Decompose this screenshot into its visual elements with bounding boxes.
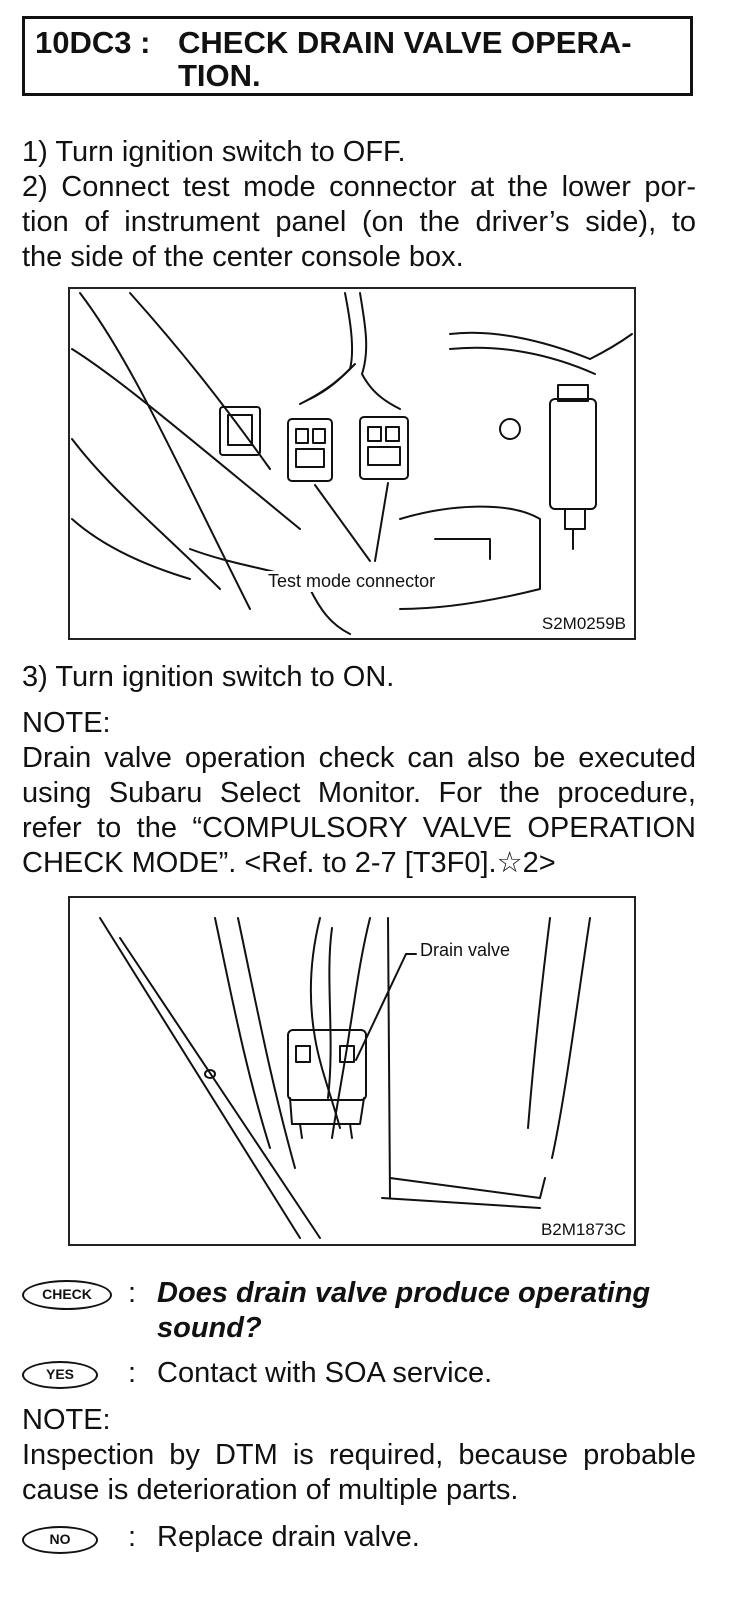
check-colon: : (128, 1277, 137, 1309)
note-2-heading: NOTE: (22, 1404, 111, 1436)
figure-label-drain-valve: Drain valve (418, 940, 513, 961)
no-action: Replace drain valve. (157, 1521, 420, 1553)
yes-action: Contact with SOA service. (157, 1357, 493, 1389)
step-2-line-2: tion of instrument panel (on the driver’… (22, 206, 696, 238)
note-2-line-1: Inspection by DTM is required, because p… (22, 1439, 696, 1471)
no-badge: NO (22, 1526, 98, 1554)
figure-label-test-mode-connector: Test mode connector (266, 571, 438, 592)
note-line-2: using Subaru Select Monitor. For the pro… (22, 777, 696, 809)
note-line-4: CHECK MODE”. <Ref. to 2-7 [T3F0].☆2> (22, 847, 556, 879)
note-2-line-2: cause is deterioration of multiple parts… (22, 1474, 519, 1506)
yes-colon: : (128, 1357, 137, 1389)
figure-code: B2M1873C (540, 1220, 626, 1239)
figure-code: S2M0259B (541, 614, 626, 633)
step-1: 1) Turn ignition switch to OFF. (22, 136, 406, 168)
step-3: 3) Turn ignition switch to ON. (22, 661, 395, 693)
check-question-line-2: sound? (157, 1312, 262, 1344)
connector-illustration (71, 292, 633, 635)
section-code: 10DC3 : (35, 25, 151, 60)
figure-test-mode-connector: Test mode connector S2M0259B (68, 287, 636, 640)
section-header-box: 10DC3 : CHECK DRAIN VALVE OPERA- TION. (22, 16, 693, 96)
drain-valve-illustration (99, 917, 591, 1239)
section-title-line-2: TION. (178, 58, 261, 93)
step-2-line-3: the side of the center console box. (22, 241, 464, 273)
figure-drain-valve: Drain valve B2M1873C (68, 896, 636, 1246)
section-title-line-1: CHECK DRAIN VALVE OPERA- (178, 25, 632, 60)
note-line-3: refer to the “COMPULSORY VALVE OPERATION (22, 812, 696, 844)
step-2-line-1: 2) Connect test mode connector at the lo… (22, 171, 696, 203)
note-heading: NOTE: (22, 707, 111, 739)
no-colon: : (128, 1521, 137, 1553)
check-badge: CHECK (22, 1280, 112, 1310)
check-question-line-1: Does drain valve produce operating (157, 1277, 651, 1309)
yes-badge: YES (22, 1361, 98, 1389)
note-line-1: Drain valve operation check can also be … (22, 742, 696, 774)
